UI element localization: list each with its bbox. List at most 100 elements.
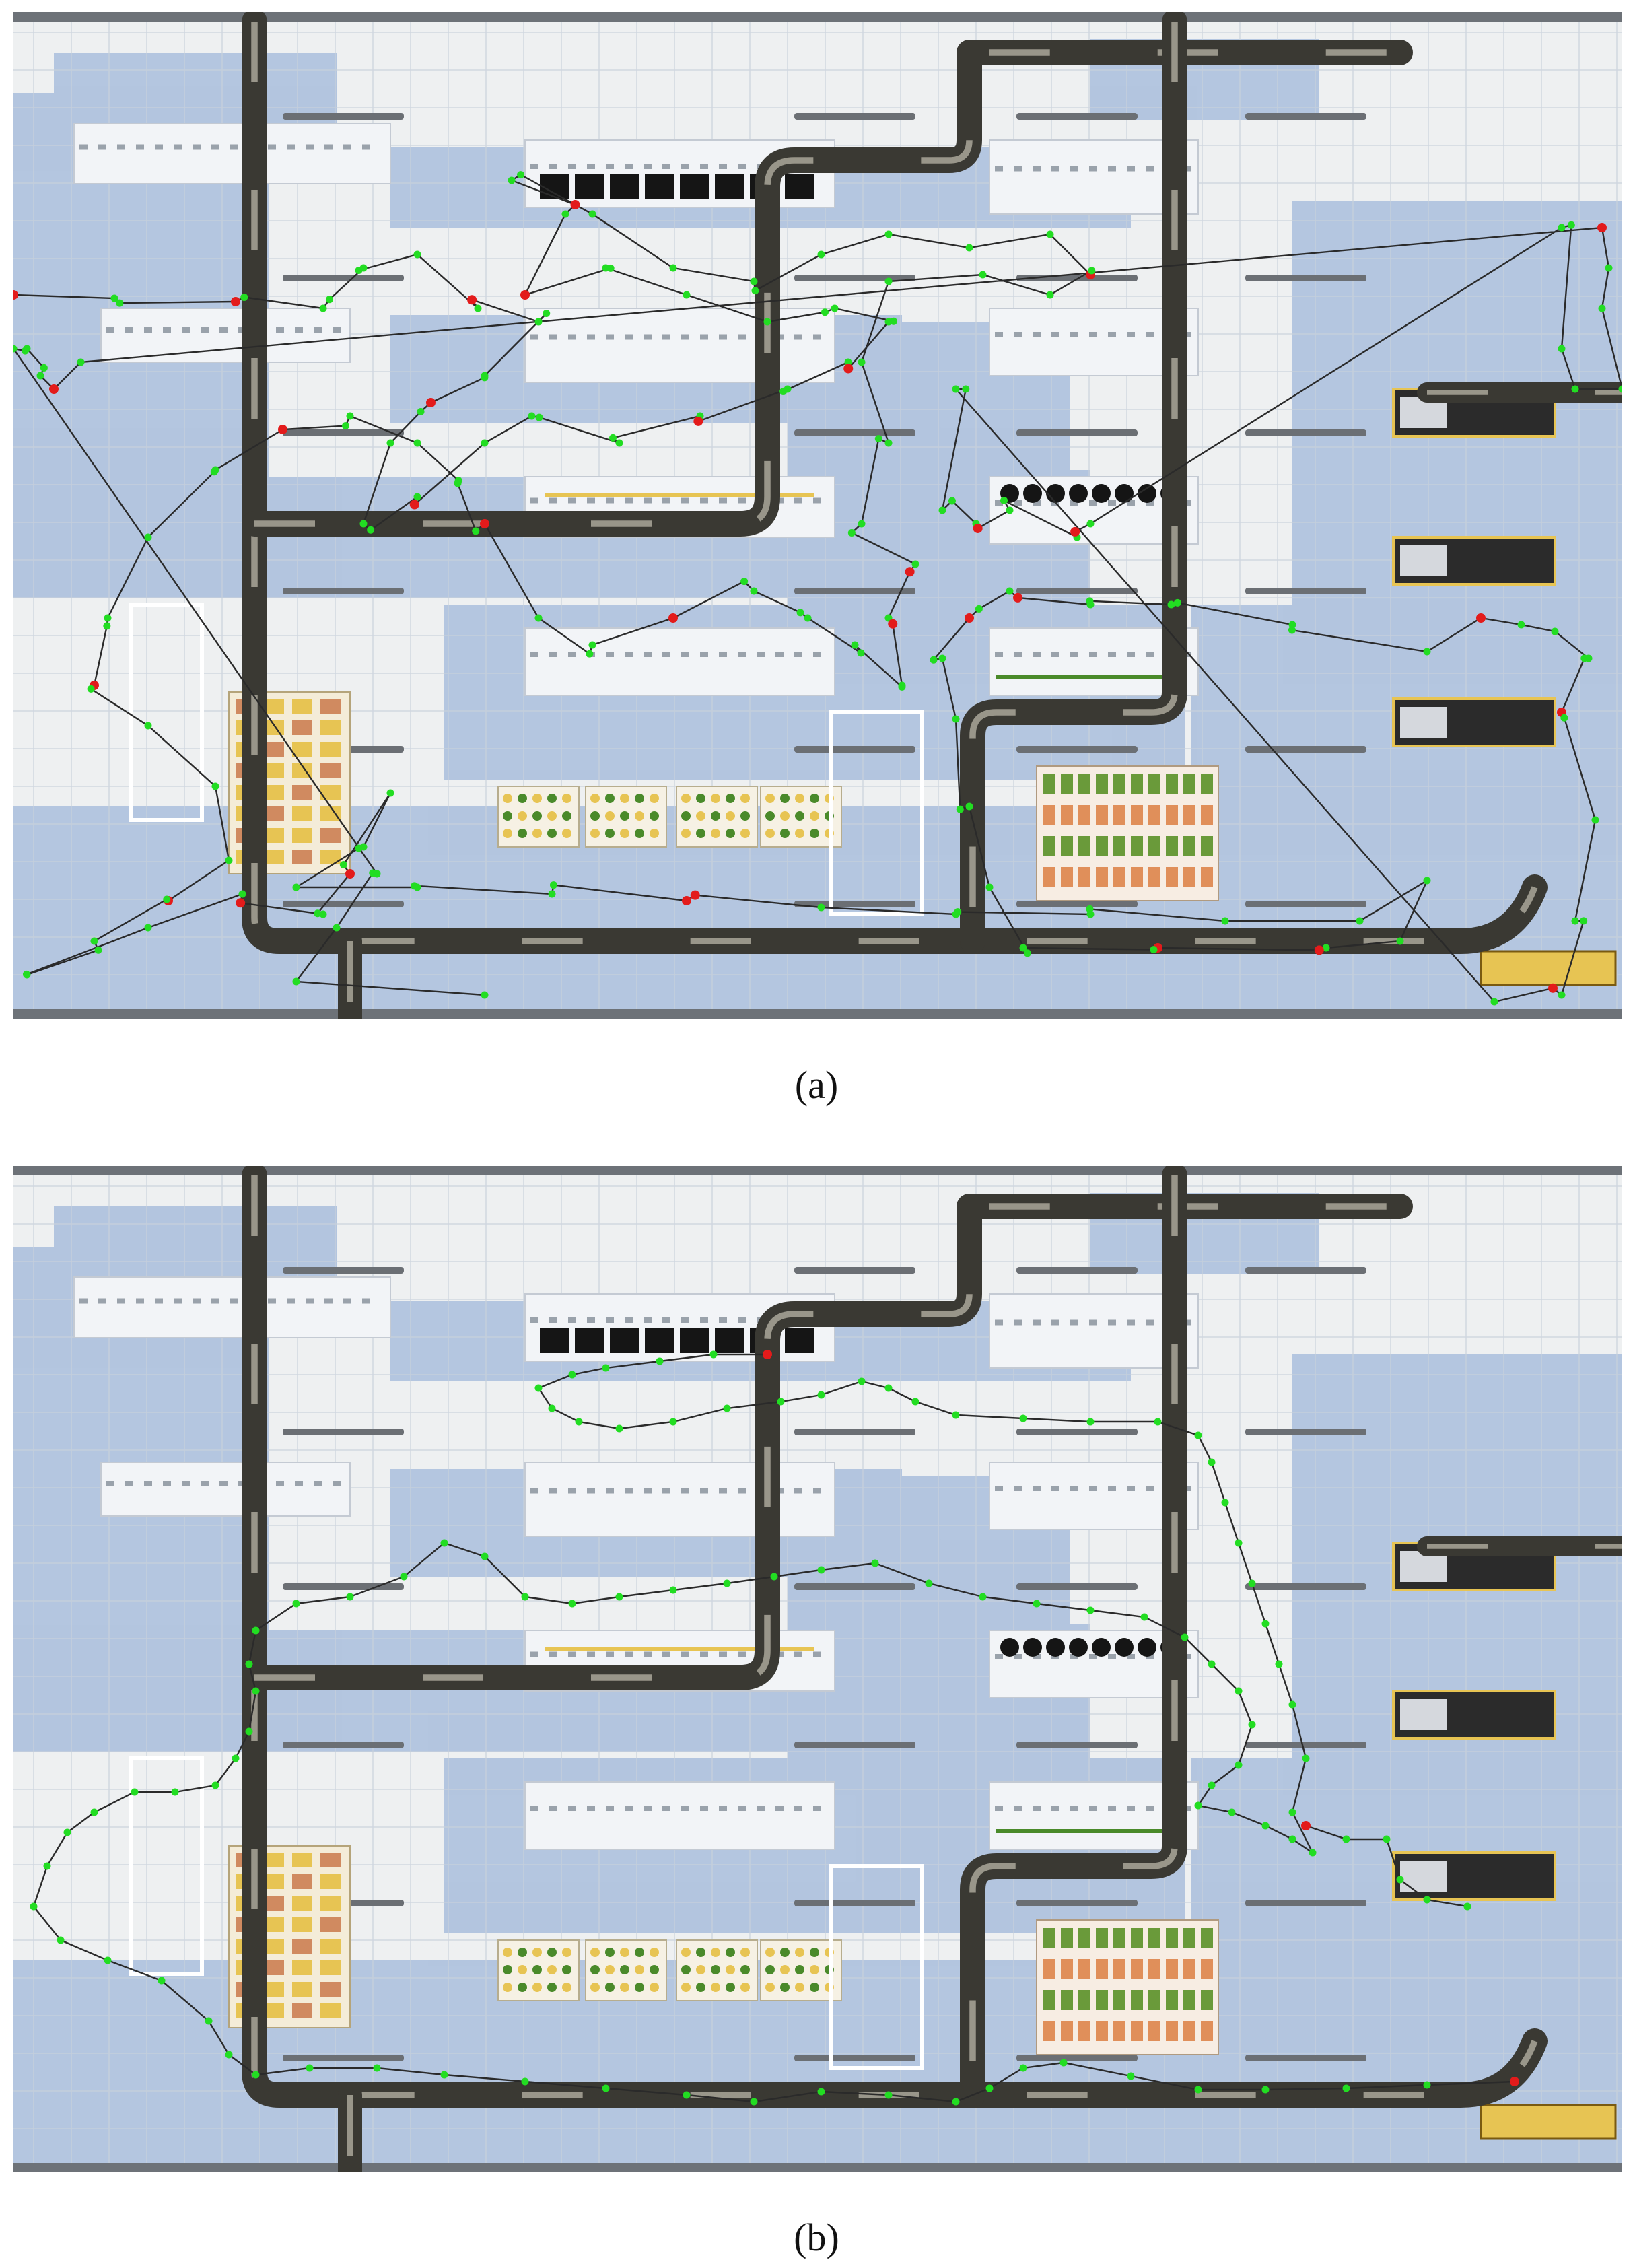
waypoint-green	[306, 2064, 314, 2072]
produce-item	[810, 1948, 819, 1957]
waypoint-green	[386, 789, 394, 797]
shelf-product	[813, 1806, 821, 1811]
waypoint-green	[884, 1384, 893, 1392]
rail-highlight	[969, 1175, 1178, 2095]
waypoint-green	[602, 2084, 610, 2092]
shelf-product	[136, 144, 144, 150]
shelf-product	[549, 1806, 557, 1811]
shelf-product	[587, 497, 595, 504]
panel-b-caption: (b)	[794, 2215, 839, 2259]
waypoint-green	[1248, 1721, 1256, 1729]
produce-item	[650, 1983, 659, 1992]
shelf-bar	[1016, 113, 1138, 120]
produce-box	[264, 699, 284, 714]
waypoint-green	[252, 1687, 260, 1695]
waypoint-green	[965, 244, 973, 252]
produce-crate	[1061, 836, 1073, 856]
shelf-bar	[283, 275, 404, 281]
waypoint-green	[1356, 917, 1364, 925]
produce-crate	[1166, 867, 1178, 887]
fridge-door	[785, 1328, 814, 1353]
produce-item	[810, 811, 819, 821]
produce-item	[562, 794, 571, 803]
produce-box	[292, 742, 312, 757]
shelf-product	[117, 1298, 125, 1304]
fridge-door	[610, 1328, 639, 1353]
shelf-bar	[1245, 1267, 1366, 1274]
fridge-door	[575, 174, 604, 199]
produce-item	[711, 811, 720, 821]
fridge-door	[715, 174, 744, 199]
waypoint-green	[1046, 291, 1054, 299]
panel-a-scene	[13, 12, 1622, 1019]
waypoint-green	[63, 1828, 71, 1836]
shelf-product	[681, 1317, 689, 1323]
waypoint-green	[1167, 600, 1175, 609]
produce-crate	[1043, 774, 1055, 794]
waypoint-green	[1086, 1606, 1095, 1614]
shelf-product	[106, 327, 114, 333]
waypoint-red	[278, 425, 287, 434]
waypoint-green	[225, 856, 233, 864]
waypoint-green	[1383, 1835, 1391, 1843]
waypoint-green	[1605, 264, 1613, 272]
waypoint-green	[1580, 917, 1588, 925]
round-container	[1046, 1638, 1065, 1657]
waypoint-green	[985, 883, 994, 891]
shelf-product	[1070, 1806, 1078, 1811]
shelf-product	[606, 1488, 614, 1494]
waypoint-green	[575, 1418, 583, 1426]
shelf-product	[625, 1488, 633, 1494]
waypoint-green	[750, 277, 758, 285]
waypoint-green	[952, 1411, 960, 1419]
waypoint-green	[1423, 648, 1431, 656]
rail-track	[242, 1166, 1548, 2108]
shelf-product	[995, 166, 1003, 172]
waypoint-red	[693, 416, 703, 426]
shelf-bar	[1245, 2055, 1366, 2061]
produce-box	[264, 1917, 284, 1932]
waypoint-green	[1288, 626, 1296, 634]
fridge-door	[540, 1328, 569, 1353]
shelf-product	[681, 1806, 689, 1811]
waypoint-red	[690, 890, 700, 900]
shelf-product	[568, 164, 576, 169]
shelf-product	[1108, 1319, 1116, 1326]
shelf-bar	[283, 1429, 404, 1435]
shelf-product	[530, 652, 538, 657]
waypoint-green	[1235, 1539, 1243, 1547]
shelf-product	[644, 1806, 652, 1811]
produce-crate	[1201, 2021, 1213, 2041]
waypoint-green	[238, 890, 246, 898]
waypoint-green	[521, 2077, 529, 2086]
waypoint-green	[417, 408, 425, 416]
waypoint-green	[319, 304, 327, 312]
waypoint-green	[1127, 2072, 1135, 2080]
produce-item	[532, 1983, 542, 1992]
produce-box	[320, 1917, 341, 1932]
waypoint-green	[252, 2071, 260, 2079]
shelf-product	[606, 164, 614, 169]
shelf-product	[219, 327, 228, 333]
produce-item	[711, 1983, 720, 1992]
shelf-bar	[1245, 1742, 1366, 1748]
shelf-product	[333, 1481, 341, 1486]
produce-item	[810, 1965, 819, 1974]
waypoint-green	[821, 308, 829, 316]
waypoint-green	[144, 533, 152, 541]
shelf-product	[700, 164, 708, 169]
shelf-product	[306, 1298, 314, 1304]
waypoint-red	[1510, 2077, 1519, 2086]
produce-item	[635, 1948, 644, 1957]
shelf-product	[1108, 166, 1116, 172]
waypoint-green	[750, 587, 758, 595]
waypoint-green	[1558, 345, 1566, 353]
waypoint-green	[355, 267, 363, 275]
shelf-product	[530, 1651, 538, 1657]
waypoint-red	[888, 619, 898, 629]
fridge-door	[645, 1328, 674, 1353]
produce-crate	[1096, 1959, 1108, 1979]
waypoint-green	[521, 1593, 529, 1601]
waypoint-green	[369, 869, 377, 877]
waypoint-green	[1423, 877, 1431, 885]
